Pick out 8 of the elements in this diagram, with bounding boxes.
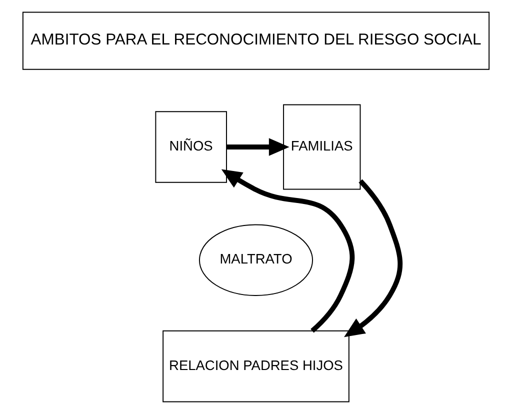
node-box: NIÑOS: [154, 111, 226, 183]
arrow: [344, 179, 402, 338]
arrow: [226, 138, 289, 156]
node-box: FAMILIAS: [282, 104, 360, 190]
arrow: [220, 169, 354, 333]
node-ellipse: MALTRATO: [198, 224, 313, 296]
node-box: AMBITOS PARA EL RECONOCIMIENTO DEL RIESGO SOCIAL: [22, 12, 490, 70]
node-box: RELACION PADRES HIJOS: [162, 330, 349, 402]
